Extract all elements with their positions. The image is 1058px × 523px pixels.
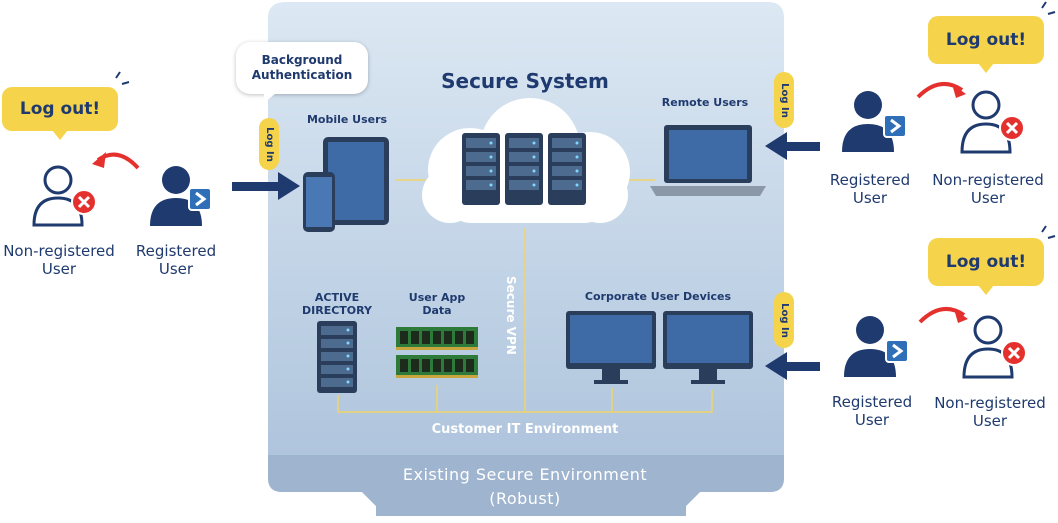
registered-user-label-right-top: Registered User [822,171,918,207]
active-directory-line-1: ACTIVE [314,291,360,304]
user-app-data-label: User App Data [398,291,476,317]
nonregistered-rt-line-1: Non-registered [932,171,1044,189]
customer-it-label: Customer IT Environment [431,422,619,437]
registered-rt-line-1: Registered [829,171,911,189]
auth-line-2: Authentication [251,68,353,82]
login-pill-right-top: Log In [774,72,794,128]
tablet-icon [323,137,389,225]
memory-icon [396,327,478,378]
laptop-icon [650,125,766,196]
login-pill-left: Log In [259,118,279,170]
active-directory-line-2: DIRECTORY [302,304,372,317]
registered-user-icon-right-top [842,91,907,152]
secure-vpn-label: Secure VPN [504,276,518,355]
login-pill-right-top-text: Log In [778,82,790,118]
registered-rt-line-2: User [852,189,888,207]
nonregistered-user-label-left: Non-registered User [0,242,118,278]
monitor-icon-1 [566,311,656,384]
phone-icon [303,172,335,232]
logout-bubble-right-top: Log out! [928,16,1044,73]
registered-user-icon-left [150,166,212,226]
nonregistered-left-line-1: Non-registered [3,242,115,260]
logout-bubble-left: Log out! [2,87,118,140]
registered-left-line-2: User [158,260,194,278]
login-pill-right-bottom: Log In [774,292,794,348]
monitor-icon-2 [663,311,753,384]
nonregistered-rb-line-1: Non-registered [934,394,1046,412]
login-pill-right-bottom-text: Log In [778,302,790,338]
corporate-devices-label: Corporate User Devices [584,290,732,303]
existing-line-1: Existing Secure Environment [402,465,648,484]
nonregistered-user-label-right-top: Non-registered User [928,171,1048,207]
logout-bubble-right-bottom: Log out! [928,238,1044,295]
registered-user-icon-right-bottom [844,316,909,377]
registered-user-label-left: Registered User [128,242,224,278]
nonregistered-left-line-2: User [41,260,77,278]
logout-arrow-right-top [916,81,964,99]
directory-server-icon [317,321,357,393]
nonregistered-user-label-right-bottom: Non-registered User [930,394,1050,430]
existing-environment-label: Existing Secure Environment (Robust) [330,463,720,511]
secure-system-title: Secure System [441,69,609,93]
user-app-line-1: User App [408,291,466,304]
nonregistered-user-icon-left [32,165,97,227]
active-directory-label: ACTIVE DIRECTORY [296,291,378,317]
nonregistered-user-icon-right-bottom [962,315,1027,379]
background-authentication-box: Background Authentication [236,42,368,103]
registered-left-line-1: Registered [135,242,217,260]
nonregistered-rt-line-2: User [970,189,1006,207]
registered-user-label-right-bottom: Registered User [824,393,920,429]
existing-line-2: (Robust) [489,489,561,508]
login-pill-left-text: Log In [263,126,275,162]
mobile-users-label: Mobile Users [306,113,388,126]
nonregistered-rb-line-2: User [972,412,1008,430]
logout-arrow-right-bottom [918,306,966,324]
registered-rb-line-2: User [854,411,890,429]
registered-rb-line-1: Registered [831,393,913,411]
remote-users-label: Remote Users [661,96,749,109]
nonregistered-user-icon-right-top [960,90,1025,154]
auth-line-1: Background [261,53,343,67]
user-app-line-2: Data [422,304,452,317]
